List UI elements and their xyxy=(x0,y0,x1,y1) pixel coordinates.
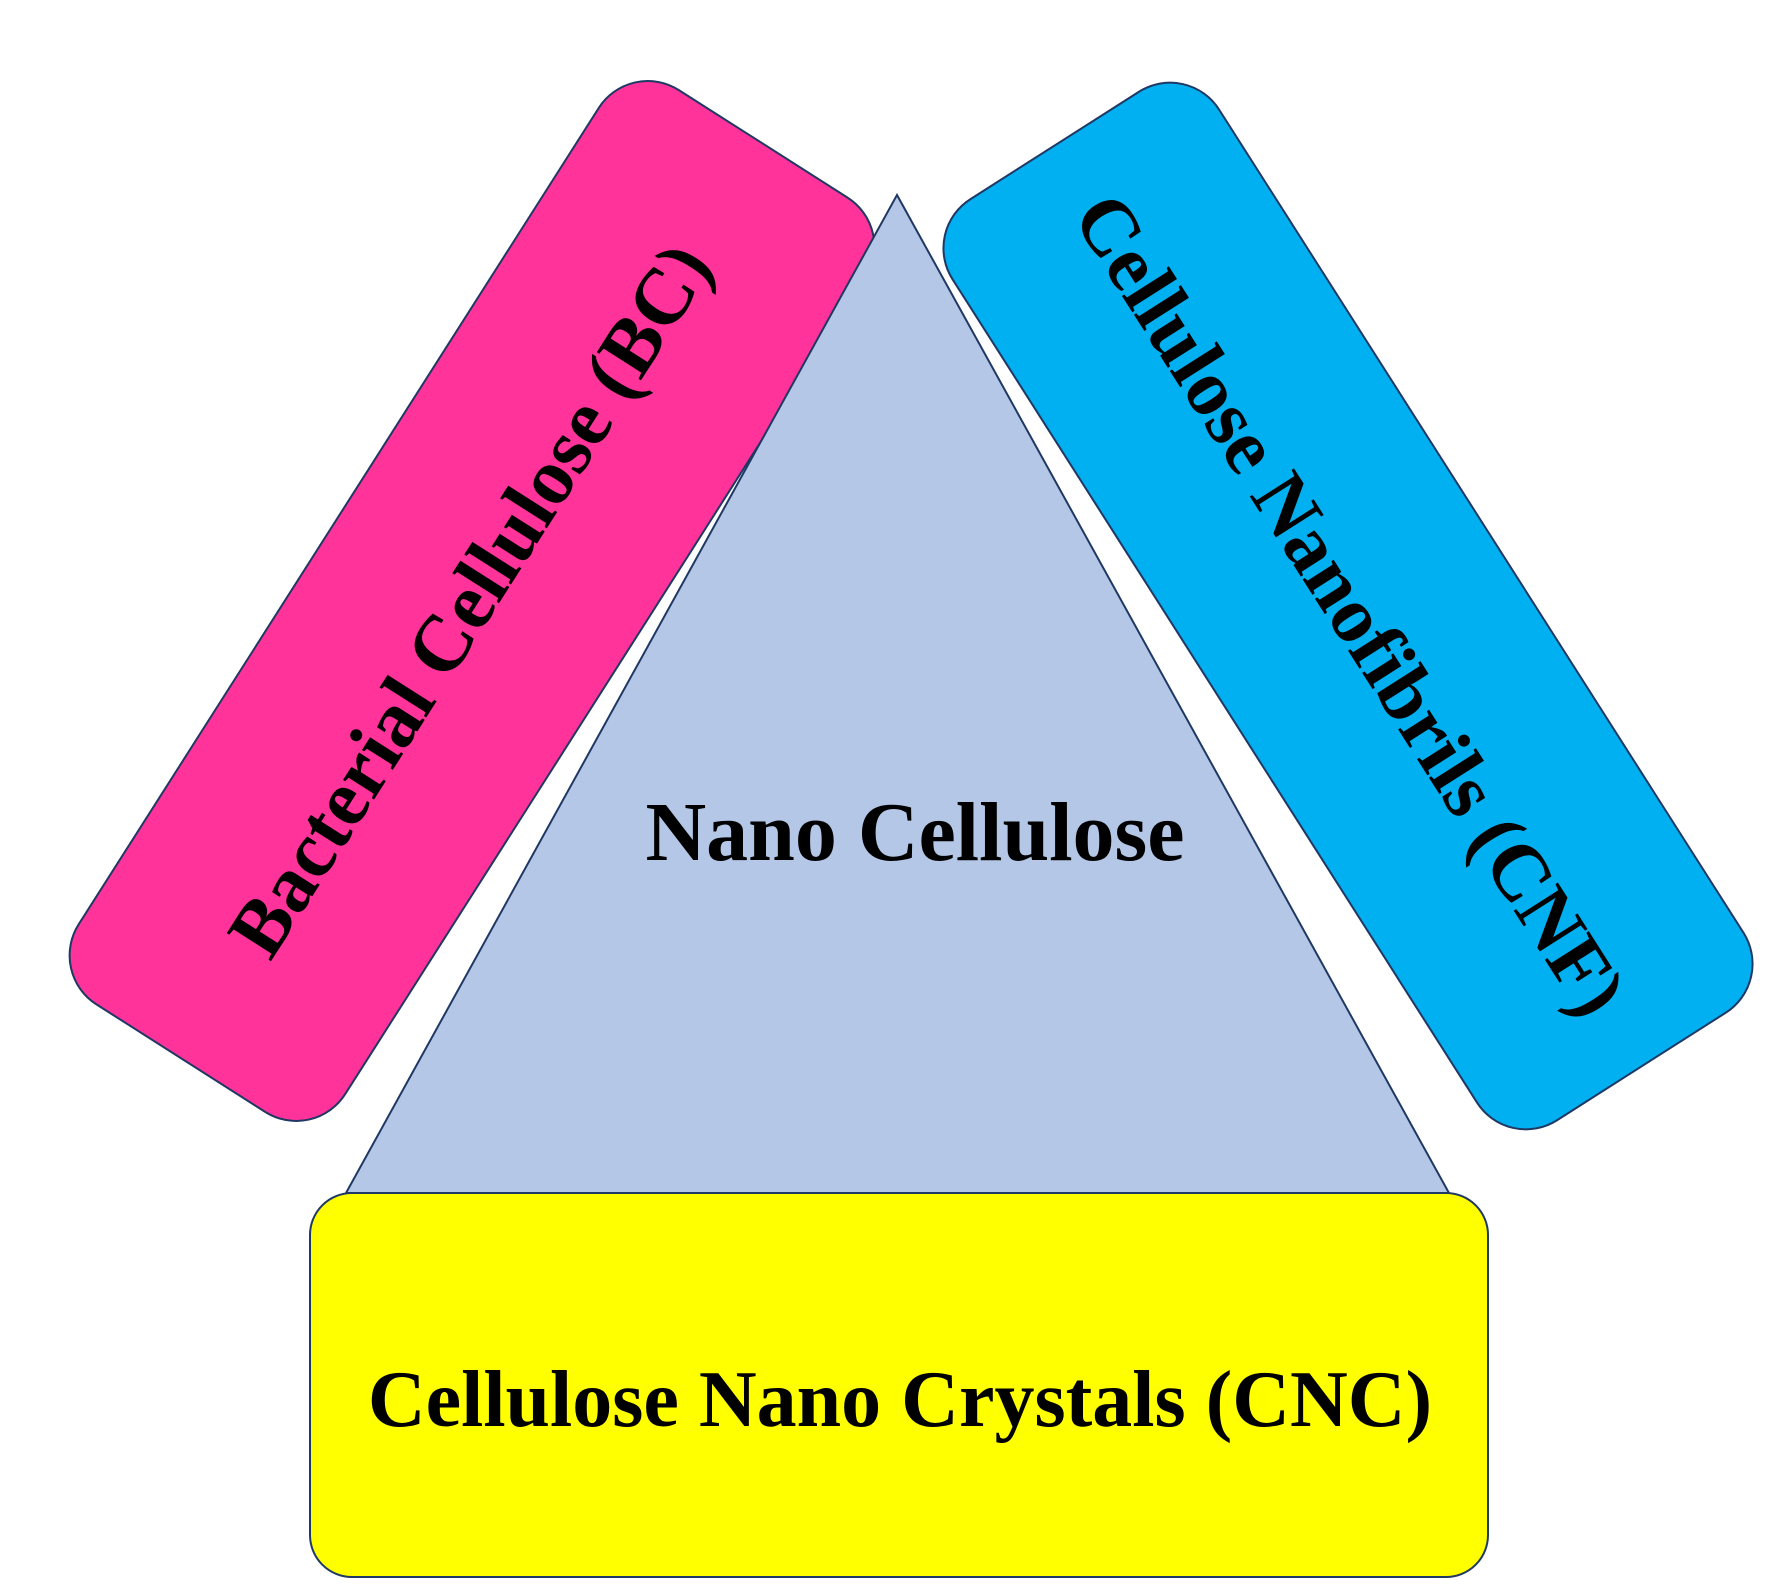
bacterial-cellulose-box-shape xyxy=(68,80,876,1122)
nano-cellulose-label: Nano Cellulose xyxy=(645,786,1184,879)
cellulose-nano-crystals-box-shape xyxy=(309,1192,1489,1578)
cellulose-nano-crystals-box: Cellulose Nano Crystals (CNC) xyxy=(309,1192,1489,1578)
cellulose-nano-crystals-label: Cellulose Nano Crystals (CNC) xyxy=(368,1356,1432,1444)
cellulose-nanofibrils-box-shape xyxy=(942,81,1754,1131)
